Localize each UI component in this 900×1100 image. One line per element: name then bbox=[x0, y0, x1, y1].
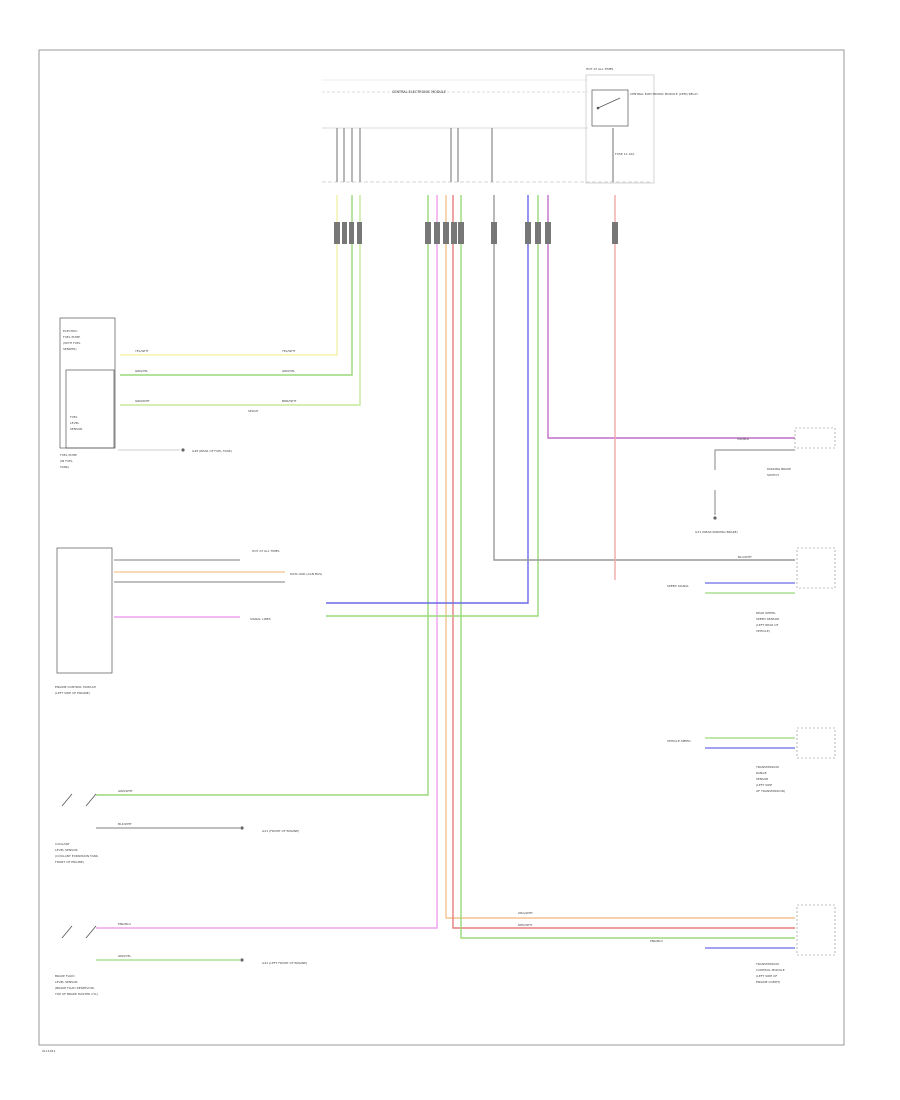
tcm-label-3: ENGINE COMPT) bbox=[756, 980, 780, 984]
speed-signal-label: SPEED SIGNAL bbox=[667, 584, 689, 588]
label-brown-right: BRN/WHT bbox=[282, 399, 297, 403]
brake-label-0: BRAKE FLUID bbox=[55, 974, 75, 978]
brake-label-2: (BRAKE FLUID RESERVOIR, bbox=[55, 986, 95, 990]
svg-text:(WITH FUEL: (WITH FUEL bbox=[63, 341, 81, 345]
harness-vertical-wires bbox=[96, 128, 795, 939]
signal-lines-label: SIGNAL LINES bbox=[250, 617, 271, 621]
brake-fluid-level-sensor: G22 (LEFT FRONT OF ENGINE) BRAKE FLUID L… bbox=[54, 925, 307, 996]
wire-green-1 bbox=[120, 195, 353, 376]
wire-label-green1: GRN/YEL bbox=[135, 369, 148, 373]
engine-control-module: HOT AT ALL TIMES DATA LINK (CAN BUS) SIG… bbox=[55, 547, 322, 695]
red-wire-label: RED/WHT bbox=[518, 923, 533, 927]
coolant-ground-note: G21 (FRONT OF ENGINE) bbox=[262, 829, 299, 833]
coolant-label-1: LEVEL SENSOR bbox=[55, 848, 78, 852]
parking-brake-label-0: PARKING BRAKE bbox=[767, 467, 791, 471]
parking-ground-note: G31 (NEAR PARKING BRAKE) bbox=[695, 530, 738, 534]
misc-wire-labels: YEL/WHT GRN/YEL BRN/WHT GRN/WHT PNK/BLU … bbox=[118, 349, 297, 958]
rear-sensor-label-3: VEHICLE) bbox=[756, 629, 770, 633]
svg-text:TANK): TANK) bbox=[59, 465, 69, 469]
label-green-right: GRN/YEL bbox=[282, 369, 295, 373]
trans-sensor-label-2: SENSOR bbox=[756, 777, 768, 781]
wire-trans-red bbox=[452, 195, 795, 929]
label-yellow-right: YEL/WHT bbox=[282, 349, 296, 353]
diagram-frame bbox=[38, 49, 845, 1046]
rear-wheel-speed-sensor: SPEED SIGNAL BLU/WHT REAR WHEEL SPEED SE… bbox=[667, 547, 836, 633]
blue-wire-label: BLU/WHT bbox=[738, 555, 752, 559]
relay-top-label: HOT AT ALL TIMES bbox=[586, 67, 614, 71]
fuel-level-sensor-label: FUEL bbox=[70, 415, 78, 419]
trans-sensor-label-4: OF TRANSMISSION) bbox=[756, 789, 785, 793]
wire-green-rear bbox=[326, 195, 539, 617]
ecm-hot-label: HOT AT ALL TIMES bbox=[252, 549, 280, 553]
violet-wire-label: VIO/BLK bbox=[737, 437, 750, 441]
pink-wire-label: PNK/BLU bbox=[650, 939, 663, 943]
wire-label-yellow: YEL/WHT bbox=[135, 349, 149, 353]
fuel-pump-top: ELECTRIC bbox=[63, 329, 77, 333]
svg-text:SENSOR: SENSOR bbox=[70, 427, 82, 431]
svg-text:SENDER): SENDER) bbox=[63, 347, 77, 351]
ecm-label-1: (LEFT SIDE OF ENGINE) bbox=[55, 691, 90, 695]
trans-sensor-label-3: (LEFT SIDE bbox=[756, 783, 772, 787]
fuel-pump-bottom: FUEL PUMP bbox=[60, 453, 77, 457]
brake-label-1: LEVEL SENSOR bbox=[55, 980, 78, 984]
label-coolant-gnd: BLK/WHT bbox=[118, 822, 132, 826]
harness-connectors bbox=[334, 222, 618, 244]
wire-green-2 bbox=[120, 195, 361, 406]
parking-brake-switch: VIO/BLK PARKING BRAKE SWITCH G31 (NEAR P… bbox=[695, 427, 836, 534]
svg-text:(IN FUEL: (IN FUEL bbox=[60, 459, 73, 463]
wire-yellow bbox=[120, 195, 338, 356]
wire-brake-pink bbox=[96, 195, 438, 929]
coolant-level-sensor: G21 (FRONT OF ENGINE) COOLANT LEVEL SENS… bbox=[55, 793, 299, 864]
coolant-label-0: COOLANT bbox=[55, 842, 70, 846]
orange-wire-label: ORG/WHT bbox=[518, 911, 533, 915]
transmission-range-sensor: VEHICLE SPEED TRANSMISSION RANGE SENSOR … bbox=[667, 727, 836, 793]
wire-gray-rear bbox=[493, 195, 795, 561]
fuel-pump-module: ELECTRIC FUEL PUMP (WITH FUEL SENDER) FU… bbox=[59, 317, 258, 469]
relay-side-label: CENTRAL ELECTRONIC MODULE (CEM) RELAY bbox=[630, 92, 698, 96]
rear-sensor-label-1: SPEED SENSOR bbox=[756, 617, 779, 621]
brake-ground-note: G22 (LEFT FRONT OF ENGINE) bbox=[262, 961, 307, 965]
central-electronic-module: CENTRAL ELECTRONIC MODULE bbox=[322, 79, 650, 183]
tcm-label-0: TRANSMISSION bbox=[755, 962, 779, 966]
wire-trans-green bbox=[460, 195, 795, 939]
wire-trans-orange bbox=[445, 195, 795, 919]
cem-relay-box: HOT AT ALL TIMES CENTRAL ELECTRONIC MODU… bbox=[585, 67, 698, 184]
brake-label-3: TOP OF BRAKE MASTER CYL) bbox=[54, 992, 98, 996]
wire-blue bbox=[326, 195, 529, 604]
cem-label: CENTRAL ELECTRONIC MODULE bbox=[392, 90, 446, 94]
vehicle-speed-label: VEHICLE SPEED bbox=[667, 739, 691, 743]
wire-violet bbox=[547, 195, 795, 439]
wire-label-green2: GRN/WHT bbox=[135, 399, 150, 403]
rear-sensor-label-0: REAR WHEEL bbox=[756, 611, 776, 615]
fuel-ground-note: G28 (REAR OF FUEL TANK) bbox=[192, 449, 232, 453]
svg-text:LEVEL: LEVEL bbox=[70, 421, 80, 425]
rear-sensor-label-2: (LEFT REAR OF bbox=[756, 623, 779, 627]
parking-brake-label-1: SWITCH bbox=[767, 473, 779, 477]
svg-text:FUEL PUMP: FUEL PUMP bbox=[63, 335, 80, 339]
coolant-label-3: FRONT OF ENGINE) bbox=[55, 860, 84, 864]
tcm-label-1: CONTROL MODULE bbox=[756, 968, 785, 972]
splice-label: SPLICE bbox=[248, 409, 258, 413]
relay-fuse-label: FUSE 12 10A bbox=[615, 152, 635, 156]
wire-coolant-green bbox=[96, 195, 429, 796]
trans-sensor-label-0: TRANSMISSION bbox=[755, 765, 779, 769]
tcm-label-2: (LEFT SIDE OF bbox=[756, 974, 778, 978]
ecm-label-0: ENGINE CONTROL MODULE bbox=[55, 685, 96, 689]
coolant-label-2: (COOLANT EXPANSION TANK, bbox=[55, 854, 99, 858]
canbus-label: DATA LINK (CAN BUS) bbox=[290, 572, 322, 576]
diagram-code: 0111041 bbox=[42, 1049, 55, 1053]
trans-sensor-label-1: RANGE bbox=[756, 771, 767, 775]
label-brake-wire: PNK/BLU bbox=[118, 922, 131, 926]
label-brake-gnd: GRN/YEL bbox=[118, 954, 131, 958]
transmission-control-module: ORG/WHT RED/WHT PNK/BLU TRANSMISSION CON… bbox=[518, 904, 836, 984]
label-coolant-wire: GRN/WHT bbox=[118, 789, 133, 793]
